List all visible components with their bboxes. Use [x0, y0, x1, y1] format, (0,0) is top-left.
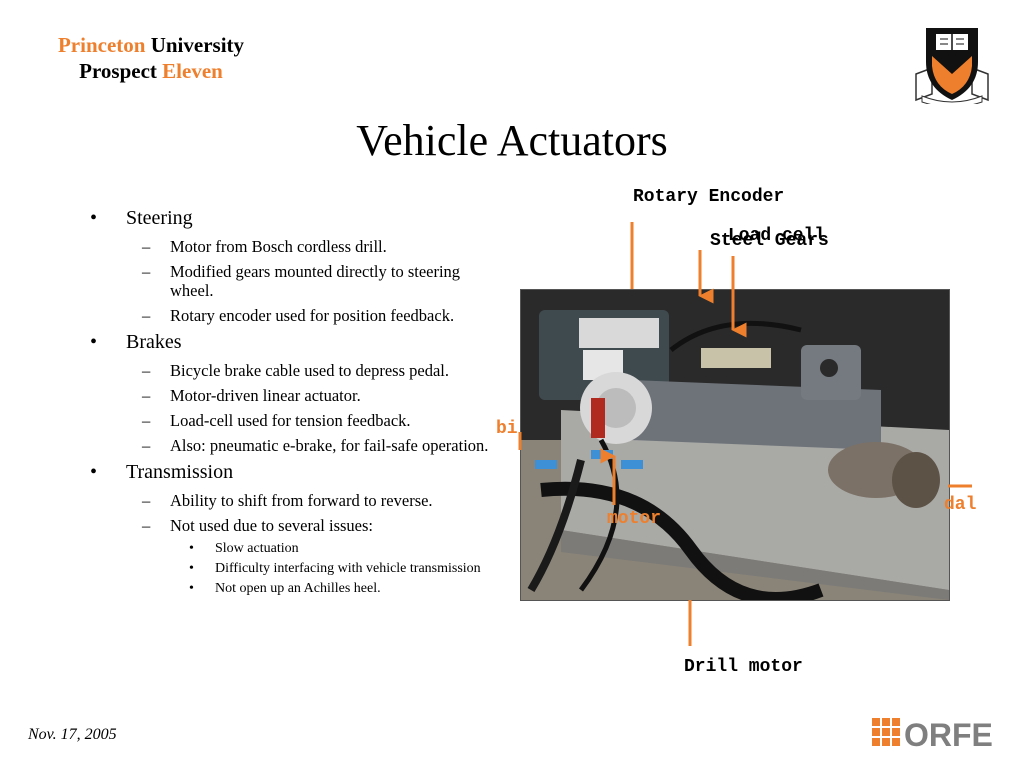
brand-prospect: Prospect [79, 59, 157, 83]
actuator-photo [520, 289, 950, 601]
brand-line-1: Princeton University [28, 32, 274, 58]
slide-title: Vehicle Actuators [356, 116, 668, 165]
label-steel-gears: Steel Gears [710, 231, 829, 251]
footer-date: Nov. 17, 2005 [28, 726, 117, 743]
bullet-transmission: •Transmission [90, 461, 234, 483]
sub-bullet: –Ability to shift from forward to revers… [142, 491, 433, 510]
orfe-logo-text: ORFE [904, 717, 993, 750]
brand-wordmark: Princeton University Prospect Eleven [28, 32, 274, 84]
sub-bullet: –Motor-driven linear actuator. [142, 386, 361, 405]
bullet-steering: •Steering [90, 207, 193, 229]
label-motor: motor [607, 509, 662, 529]
label-bike-partial: bi [496, 419, 518, 439]
princeton-shield-icon [915, 28, 989, 104]
brand-university: University [150, 33, 245, 57]
sub-bullet: –Motor from Bosch cordless drill. [142, 237, 387, 256]
label-load-cell: Load cell [728, 226, 826, 246]
sub-sub-bullet: •Difficulty interfacing with vehicle tra… [189, 561, 481, 576]
brand-eleven: Eleven [162, 59, 223, 83]
sub-bullet: –Load-cell used for tension feedback. [142, 411, 411, 430]
label-drill-motor: Drill motor [684, 657, 803, 677]
orfe-grid-icon [872, 718, 900, 746]
sub-bullet: –Rotary encoder used for position feedba… [142, 306, 455, 325]
label-pedal-partial: dal [944, 495, 977, 515]
orfe-logo: ORFE [872, 717, 993, 750]
sub-sub-bullet: •Not open up an Achilles heel. [189, 581, 381, 596]
bullet-brakes: •Brakes [90, 331, 182, 353]
brand-line-2: Prospect Eleven [28, 58, 274, 84]
brand-princeton: Princeton [57, 33, 146, 57]
label-rotary-encoder: Rotary Encoder [633, 187, 785, 207]
sub-bullet: –Also: pneumatic e-brake, for fail-safe … [142, 436, 489, 455]
sub-bullet: –Bicycle brake cable used to depress ped… [142, 361, 450, 380]
bullet-list: •Steering –Motor from Bosch cordless dri… [90, 207, 500, 601]
sub-bullet: –Not used due to several issues: [142, 516, 374, 535]
sub-bullet: –Modified gears mounted directly to stee… [142, 262, 461, 300]
sub-sub-bullet: •Slow actuation [189, 541, 299, 556]
actuator-illustration [521, 290, 949, 600]
